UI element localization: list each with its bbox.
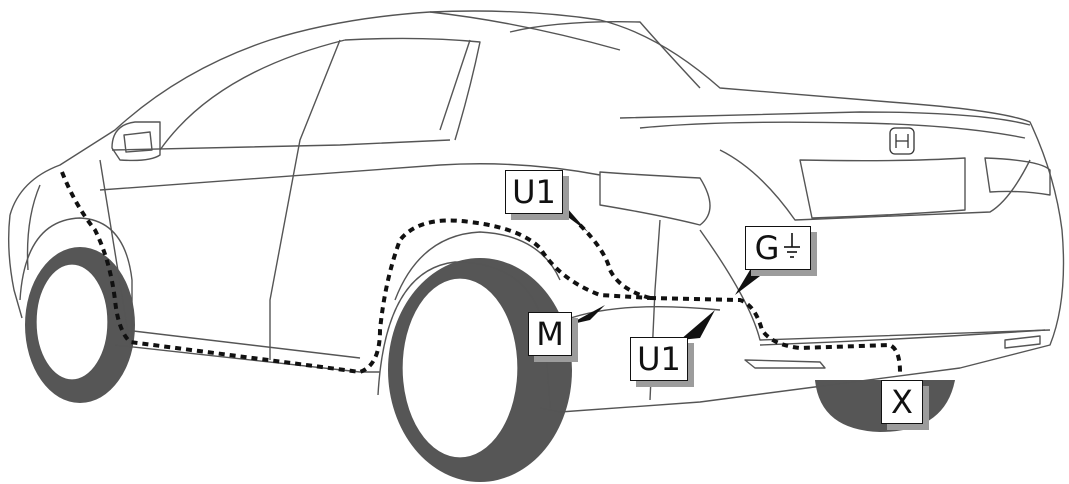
- label-ground: G: [745, 226, 811, 270]
- label-x: X: [881, 380, 923, 424]
- harness-rear-route: [649, 296, 902, 373]
- label-m-text: M: [536, 315, 564, 353]
- label-ground-text: G: [754, 229, 780, 267]
- label-u1-upper-text: U1: [512, 173, 556, 211]
- label-m: M: [528, 312, 572, 356]
- label-u1-lower: U1: [630, 337, 688, 381]
- label-x-text: X: [891, 383, 913, 421]
- pointer-u1-lower: [680, 310, 715, 340]
- ground-symbol-icon: [783, 229, 801, 269]
- harness-front-route: [60, 171, 651, 375]
- front-wheel: [35, 263, 109, 381]
- pointer-ground: [735, 270, 768, 295]
- pointer-m: [568, 305, 605, 325]
- rear-wheel: [401, 277, 519, 459]
- label-u1-upper: U1: [505, 170, 563, 214]
- honda-logo-icon: [889, 127, 915, 155]
- wiring-harness: [60, 171, 902, 375]
- label-u1-lower-text: U1: [637, 340, 681, 378]
- harness-branch-u1-upper: [578, 223, 651, 300]
